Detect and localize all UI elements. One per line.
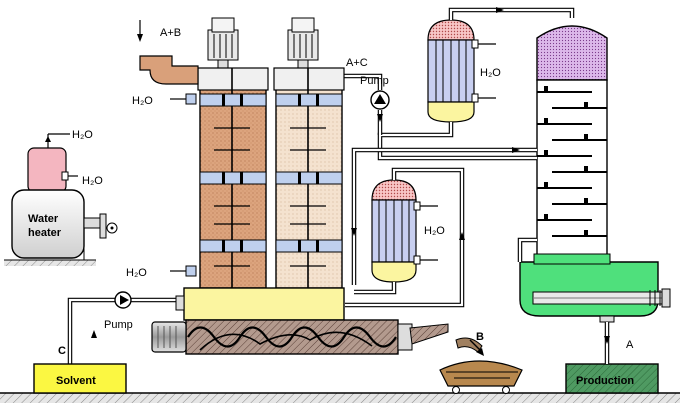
- pump-top-label: Pump: [360, 75, 389, 87]
- flow-arrow-icon: [91, 7, 610, 344]
- water-heater-label-line2: heater: [28, 227, 62, 239]
- h2o-top-left-label: H₂O: [132, 95, 153, 107]
- top-condenser: [427, 19, 496, 123]
- output-a-plus-c-label: A+C: [346, 57, 368, 69]
- stream-b-label: B: [476, 331, 484, 343]
- solvent-label: Solvent: [56, 375, 96, 387]
- production-tank: [565, 363, 659, 394]
- motor-icon: [151, 321, 187, 353]
- valve-icon: [170, 265, 197, 277]
- extraction-column-right: [273, 17, 345, 289]
- h2o-heater-top-label: H₂O: [72, 129, 93, 141]
- cart-icon: [439, 360, 523, 394]
- feed-chute: [137, 20, 199, 85]
- piping: [67, 7, 610, 364]
- water-heater: [11, 133, 118, 259]
- collection-trough: [175, 287, 345, 321]
- h2o-condenser-mid-label: H₂O: [424, 225, 445, 237]
- h2o-bottom-left-label: H₂O: [126, 267, 147, 279]
- stream-a-label: A: [626, 339, 634, 351]
- h2o-condenser-top-label: H₂O: [480, 67, 501, 79]
- water-heater-label-line1: Water: [28, 213, 59, 225]
- production-label: Production: [576, 375, 634, 387]
- screw-press: [185, 319, 449, 355]
- extraction-column-left: [197, 17, 269, 289]
- pump-icon: [370, 90, 390, 110]
- pump-left-label: Pump: [104, 319, 133, 331]
- middle-condenser: [371, 179, 438, 283]
- stream-c-label: C: [58, 345, 66, 357]
- residue-falling: [455, 337, 484, 356]
- valve-icon: [170, 93, 197, 105]
- h2o-heater-side-label: H₂O: [82, 175, 103, 187]
- pump-icon: [114, 291, 132, 309]
- distillation-column: [519, 25, 671, 323]
- solvent-tank: [33, 363, 127, 394]
- feed-a-plus-b-label: A+B: [160, 27, 181, 39]
